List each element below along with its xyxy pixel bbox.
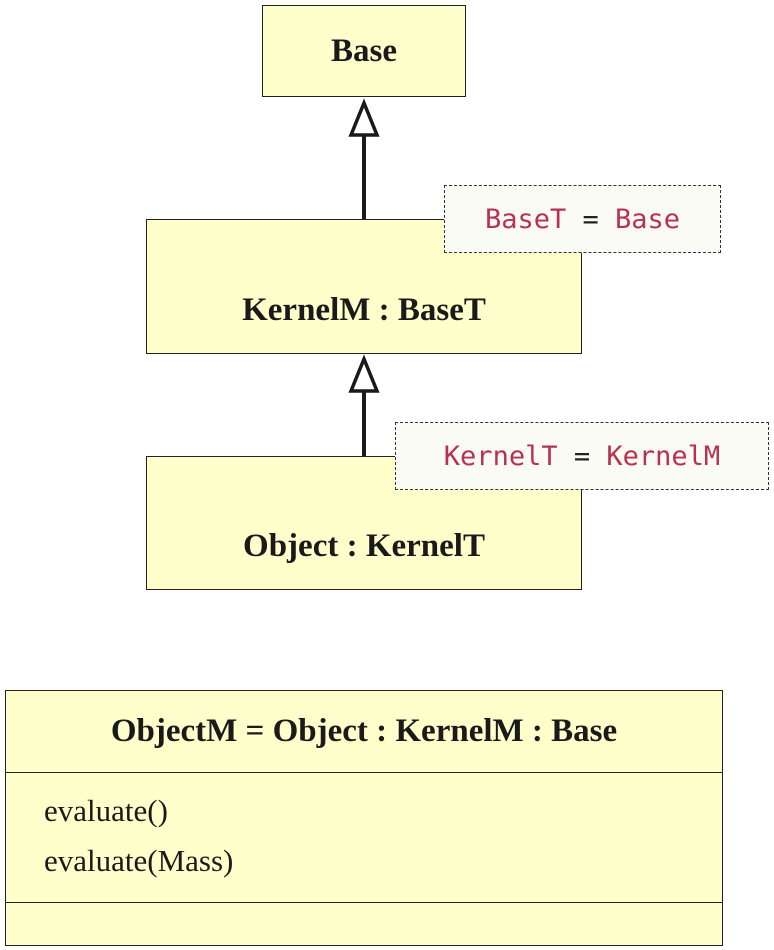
object-class-title: Object : KernelT xyxy=(243,528,485,564)
object-template-equals: = xyxy=(573,440,591,472)
object-template-param-value: KernelM xyxy=(606,440,721,472)
kernel-template-param-name: BaseT xyxy=(484,203,567,235)
result-class-attributes xyxy=(6,903,722,945)
object-template-param-name: KernelT xyxy=(443,440,558,472)
kernel-class-box: KernelM : BaseT xyxy=(146,219,582,354)
arrow-kernel-to-base-head xyxy=(348,98,380,137)
operation-evaluate-mass: evaluate(Mass) xyxy=(44,843,234,878)
result-class-operations: evaluate() evaluate(Mass) xyxy=(6,773,722,903)
kernel-template-equals: = xyxy=(582,203,599,235)
kernel-template-parameter: BaseT = Base xyxy=(444,185,721,253)
base-class-title: Base xyxy=(331,33,397,69)
kernel-class-title: KernelM : BaseT xyxy=(242,292,486,328)
arrow-object-to-kernel-head xyxy=(348,354,380,393)
kernel-template-param-value: Base xyxy=(615,203,681,235)
operation-evaluate: evaluate() xyxy=(44,793,168,828)
result-class-name: ObjectM = Object : KernelM : Base xyxy=(6,691,722,773)
base-class-box: Base xyxy=(262,5,466,97)
object-template-parameter: KernelT = KernelM xyxy=(395,422,769,490)
result-class-box: ObjectM = Object : KernelM : Base evalua… xyxy=(5,690,723,946)
